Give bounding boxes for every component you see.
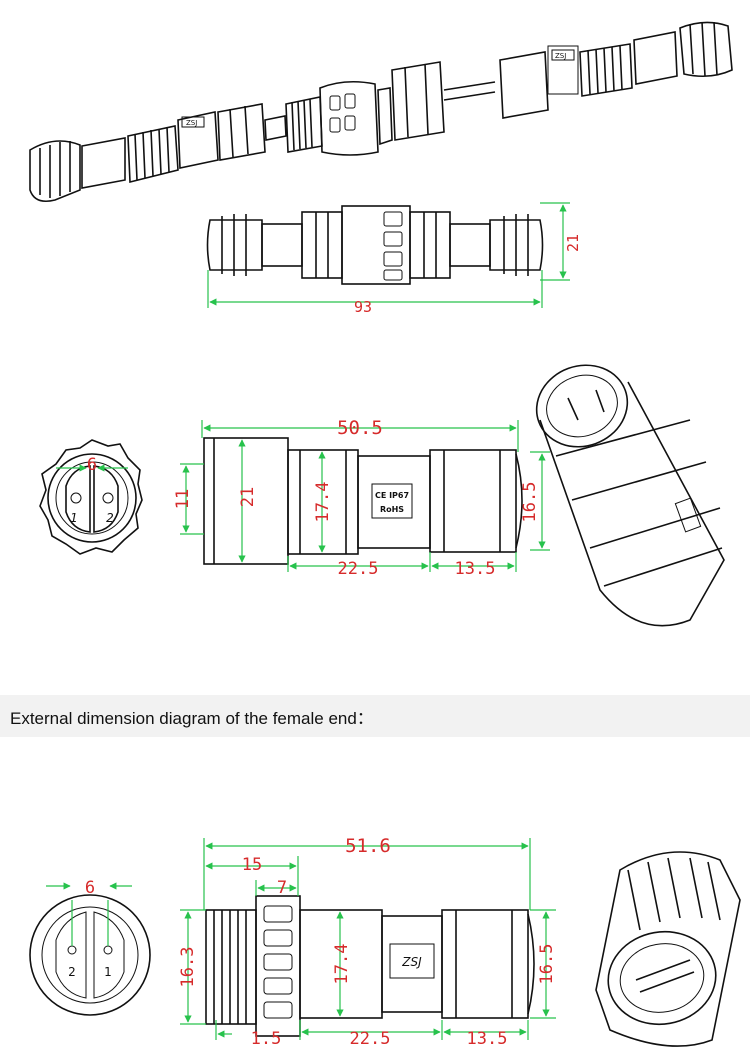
female-pin-label-1: 1 [104,965,112,979]
female-nut-length-label: 13.5 [467,1029,508,1049]
female-side-dimensions [180,838,556,1040]
male-pin-label-1: 1 [70,511,78,525]
female-section-caption: External dimension diagram of the female… [0,695,750,737]
female-nut-diameter-label: 16.5 [537,944,557,985]
male-nut-length-label: 13.5 [455,559,496,579]
male-face-large-label: 21 [238,487,258,507]
female-front-view [29,894,151,1016]
svg-text:ZSJ: ZSJ [555,52,566,60]
female-pin-spacing-dim [46,882,132,946]
male-isometric-view [535,364,725,627]
assembly-height-label: 21 [564,234,582,252]
assembly-dimensions [207,202,570,308]
female-thread-diameter-label: 16.3 [178,947,198,988]
male-total-length-label: 50.5 [337,417,383,439]
male-face-small-label: 11 [173,489,193,509]
female-total-length-label: 51.6 [345,835,391,857]
male-marking-rohs: RoHS [380,505,404,514]
female-ring-width-label: 7 [277,878,287,898]
female-flange-label: 1.5 [251,1029,282,1049]
female-pin-spacing-label: 6 [85,878,95,898]
male-front-view [39,439,143,555]
female-body-diameter-label: 17.4 [332,944,352,985]
male-pin-label-2: 2 [106,511,114,525]
female-isometric-view [595,851,741,1047]
male-nut-diameter-label: 16.5 [520,482,540,523]
female-body-length-label: 22.5 [350,1029,391,1049]
svg-text:ZSJ: ZSJ [186,119,197,127]
exploded-view: ZSJ ZSJ [29,21,733,203]
male-body-diameter-label: 17.4 [313,482,333,523]
male-side-view [203,437,523,565]
male-side-dimensions [180,420,550,572]
female-pin-label-2: 2 [68,965,76,979]
male-body-length-label: 22.5 [338,559,379,579]
female-side-view [205,895,535,1037]
female-thread-length-label: 15 [242,855,262,875]
male-pin-spacing-label: 6 [87,455,97,475]
assembly-length-label: 93 [354,298,372,316]
assembled-connector [206,205,544,285]
female-logo: ZSJ [401,955,422,969]
male-marking-ce: CE IP67 [375,491,409,500]
